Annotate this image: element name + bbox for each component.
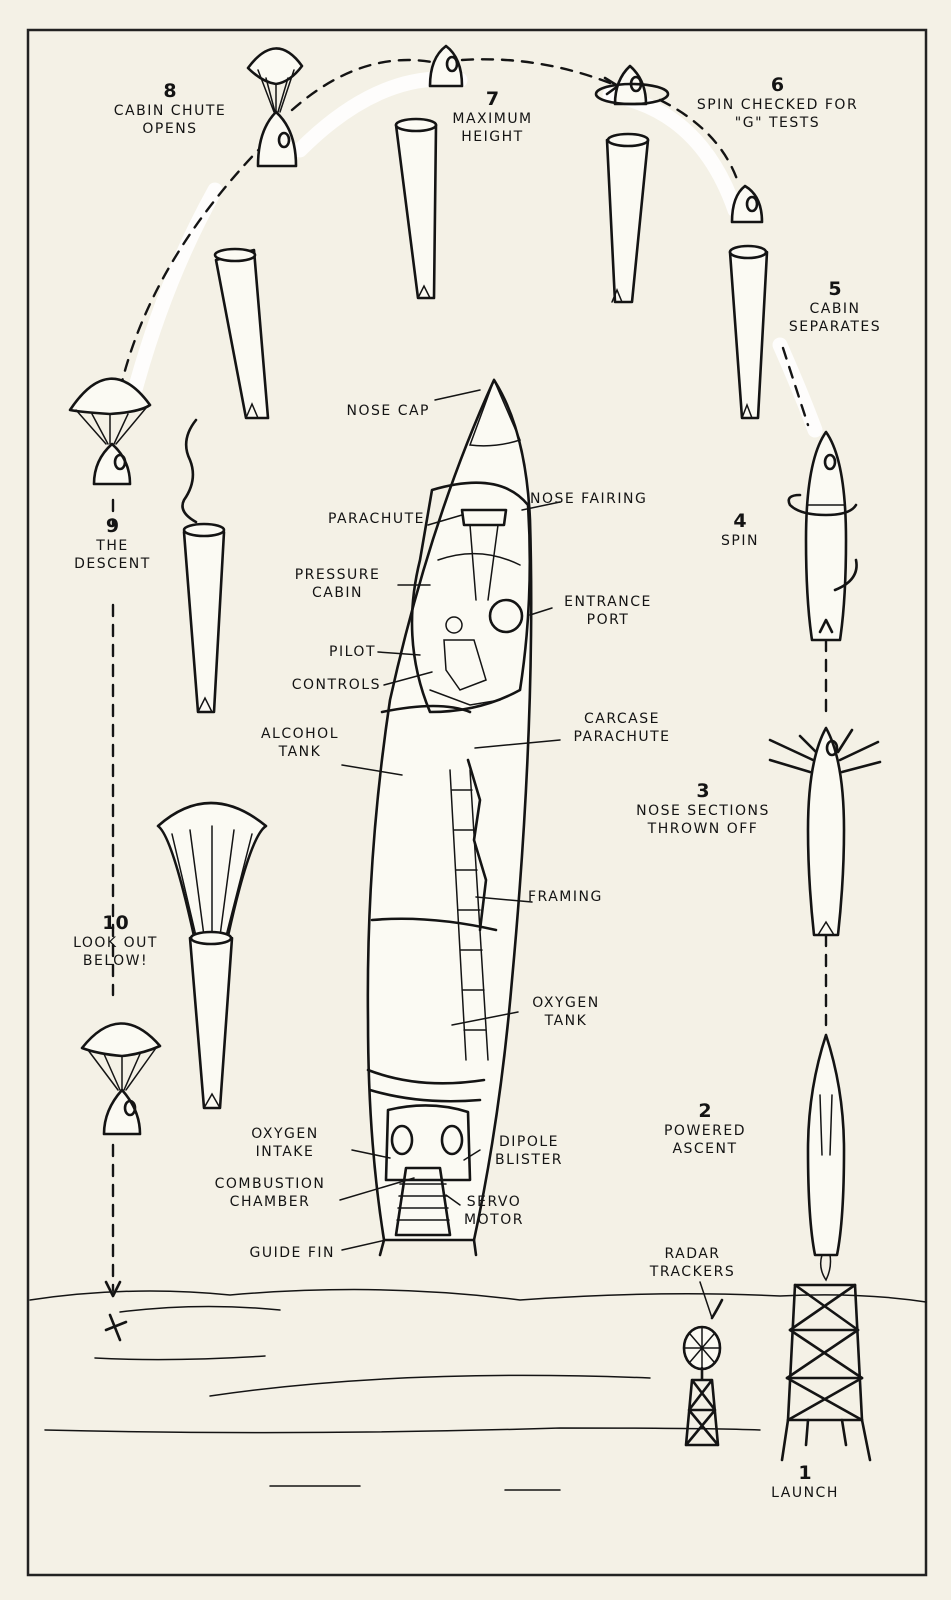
part-nose-cap: NOSE CAP xyxy=(346,403,430,419)
frame-border xyxy=(26,28,928,1577)
step-label: CABIN CHUTE OPENS xyxy=(113,103,227,137)
part-combustion-chamber: COMBUSTION CHAMBER xyxy=(214,1176,326,1210)
step-label: NOSE SECTIONS THROWN OFF xyxy=(636,803,770,837)
step-4: 4 SPIN xyxy=(700,510,780,550)
part-alcohol-tank: ALCOHOL TANK xyxy=(260,726,340,760)
descent-stage xyxy=(68,377,226,714)
ground xyxy=(29,1288,927,1491)
part-oxygen-intake: OXYGEN INTAKE xyxy=(251,1126,319,1160)
part-nose-fairing: NOSE FAIRING xyxy=(530,491,648,507)
step-label: LOOK OUT BELOW! xyxy=(73,935,158,969)
maximum-height-stage xyxy=(394,44,464,300)
landing-cross xyxy=(104,1313,128,1342)
step-number: 6 xyxy=(770,74,785,96)
part-dipole-blister: DIPOLE BLISTER xyxy=(494,1134,564,1168)
step-number: 7 xyxy=(485,88,500,110)
step-label: POWERED ASCENT xyxy=(663,1123,746,1157)
step-label: SPIN CHECKED FOR "G" TESTS xyxy=(696,97,859,131)
launch-tower xyxy=(780,1033,872,1462)
step-number: 10 xyxy=(102,912,129,934)
step-7: 7 MAXIMUM HEIGHT xyxy=(430,88,555,146)
cutaway-rocket xyxy=(366,377,533,1257)
spin-checked-stage xyxy=(594,64,670,304)
step-number: 2 xyxy=(698,1100,712,1122)
step-number: 9 xyxy=(105,515,120,537)
step-number: 5 xyxy=(828,278,842,300)
step-6: 6 SPIN CHECKED FOR "G" TESTS xyxy=(690,74,865,132)
step-number: 8 xyxy=(163,80,177,102)
step-2: 2 POWERED ASCENT xyxy=(640,1100,770,1158)
part-guide-fin: GUIDE FIN xyxy=(249,1245,335,1261)
step-label: LAUNCH xyxy=(771,1485,839,1501)
cabin-separates-stage xyxy=(728,184,769,420)
step-5: 5 CABIN SEPARATES xyxy=(770,278,900,336)
step-9: 9 THE DESCENT xyxy=(55,515,170,573)
step-label: THE DESCENT xyxy=(74,538,151,572)
radar-tracker xyxy=(682,1298,724,1447)
part-pressure-cabin: PRESSURE CABIN xyxy=(294,567,381,601)
part-entrance-port: ENTRANCE PORT xyxy=(564,594,652,628)
step-10: 10 LOOK OUT BELOW! xyxy=(58,912,173,970)
cabin-chute-stage xyxy=(213,47,304,420)
step-label: MAXIMUM HEIGHT xyxy=(452,111,533,145)
step-number: 4 xyxy=(733,510,747,532)
part-oxygen-tank: OXYGEN TANK xyxy=(532,995,600,1029)
step-number: 3 xyxy=(696,780,710,802)
step-3: 3 NOSE SECTIONS THROWN OFF xyxy=(618,780,788,838)
look-out-below-stage xyxy=(80,801,268,1136)
leader-lines xyxy=(339,389,713,1319)
step-8: 8 CABIN CHUTE OPENS xyxy=(96,80,244,138)
part-framing: FRAMING xyxy=(528,889,603,905)
radar-trackers-label: RADAR TRACKERS xyxy=(649,1246,736,1280)
spin-stage xyxy=(787,430,858,642)
part-pilot: PILOT xyxy=(329,644,376,660)
nose-sections-stage xyxy=(768,726,882,937)
part-servo-motor: SERVO MOTOR xyxy=(464,1194,524,1228)
flight-path xyxy=(104,58,828,1298)
step-number: 1 xyxy=(798,1462,812,1484)
step-1: 1 LAUNCH xyxy=(755,1462,855,1502)
part-parachute: PARACHUTE xyxy=(327,511,425,527)
part-controls: CONTROLS xyxy=(291,677,381,693)
step-label: CABIN SEPARATES xyxy=(788,301,882,335)
step-label: SPIN xyxy=(721,533,759,549)
part-carcase-parachute: CARCASE PARACHUTE xyxy=(573,711,671,745)
